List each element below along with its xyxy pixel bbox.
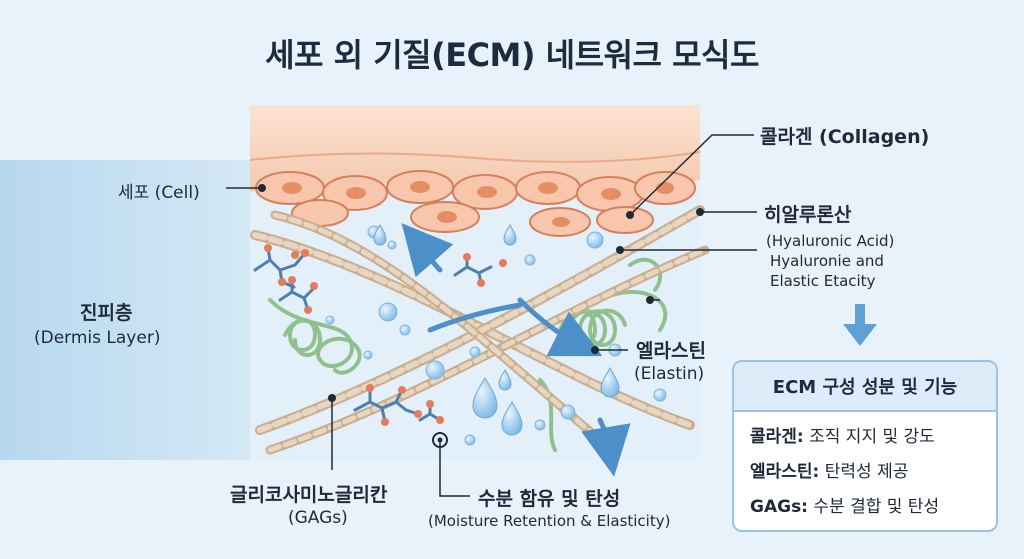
dermis-band	[0, 160, 262, 460]
label-hyaluronic-en3: Elastic Etacity	[770, 272, 876, 290]
label-elastin: 엘라스틴	[636, 340, 706, 362]
leader-dots	[258, 184, 704, 402]
label-moisture-en: (Moisture Retention & Elasticity)	[428, 512, 671, 530]
label-dermis: 진피층	[80, 302, 133, 324]
flow-arrows	[401, 223, 631, 477]
gag-molecules	[253, 246, 493, 424]
label-dermis-en: (Dermis Layer)	[34, 328, 161, 348]
label-moisture: 수분 함유 및 탄성	[478, 488, 621, 510]
down-arrow-icon	[843, 304, 877, 346]
leader-lines	[226, 134, 757, 497]
info-box-header: ECM 구성 성분 및 기능	[734, 362, 996, 412]
label-collagen: 콜라겐 (Collagen)	[760, 126, 930, 148]
ecm-info-box: ECM 구성 성분 및 기능 콜라겐: 조직 지지 및 강도 엘라스틴: 탄력성…	[732, 360, 998, 532]
water-drops	[373, 224, 620, 436]
moisture-marker	[432, 432, 448, 448]
label-gags: 글리코사미노글리칸	[230, 484, 388, 506]
epidermis-layer	[250, 105, 700, 193]
page-title: 세포 외 기질(ECM) 네트워크 모식도	[265, 36, 759, 74]
label-hyaluronic-en2: Hyaluronie and	[770, 252, 884, 270]
label-hyaluronic: 히알루론산	[764, 204, 852, 226]
water-bubbles	[325, 225, 667, 446]
info-row-gags: GAGs: 수분 결합 및 탄성	[750, 497, 940, 517]
info-row-collagen: 콜라겐: 조직 지지 및 강도	[750, 427, 935, 447]
label-gags-en: (GAGs)	[288, 508, 348, 528]
info-row-elastin: 엘라스틴: 탄력성 제공	[750, 462, 909, 482]
gag-tips	[264, 244, 507, 426]
label-hyaluronic-en: (Hyaluronic Acid)	[766, 232, 895, 250]
label-cell: 세포 (Cell)	[118, 183, 200, 203]
cell-row	[255, 170, 696, 237]
collagen-fibers	[250, 205, 710, 455]
label-elastin-en: (Elastin)	[634, 364, 705, 384]
